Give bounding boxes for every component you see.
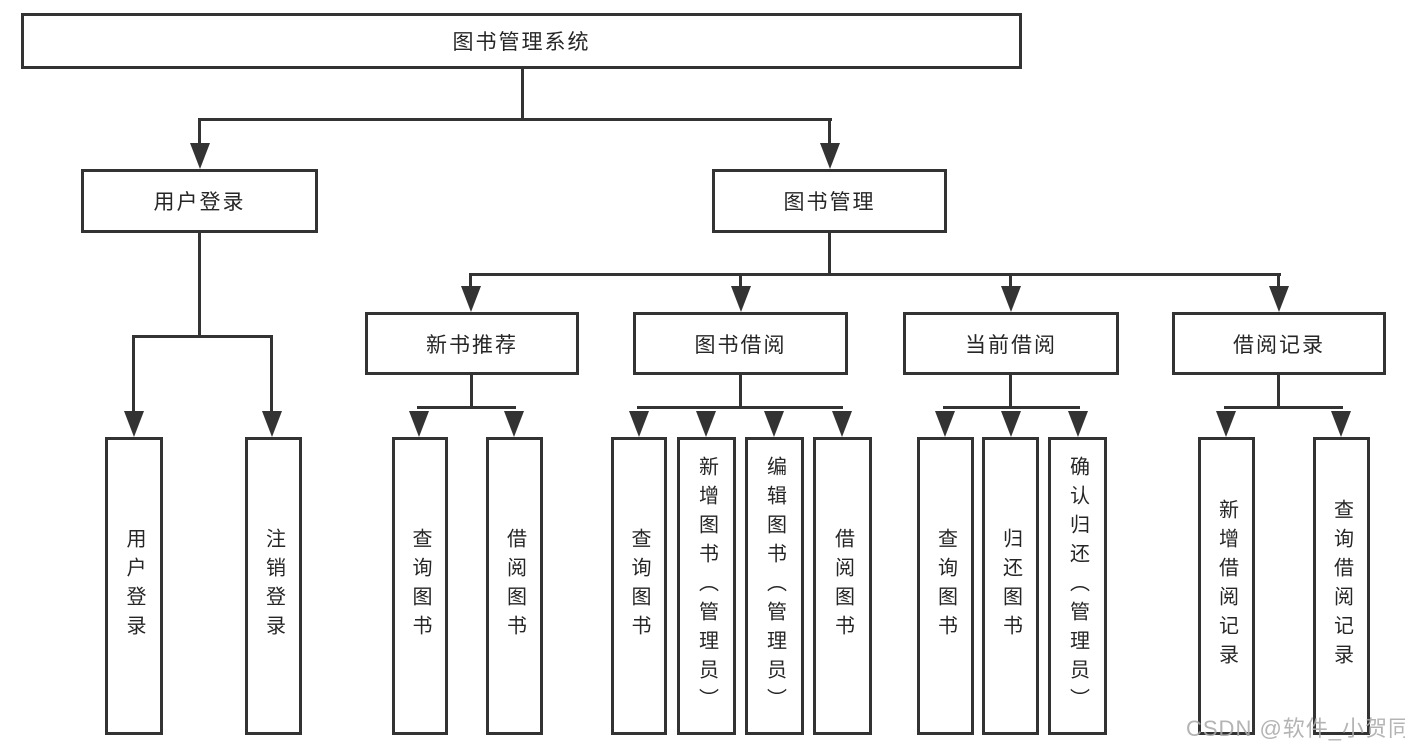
node-borrow-records: 借阅记录 (1172, 312, 1386, 375)
leaf-query-books-2: 查询图书 (611, 437, 667, 735)
arrow-down-icon (262, 411, 282, 437)
connector-line (943, 406, 1080, 409)
leaf-return-books: 归还图书 (982, 437, 1039, 735)
connector-line (270, 335, 273, 413)
connector-line (1224, 406, 1343, 409)
connector-line (198, 118, 201, 148)
arrow-down-icon (731, 286, 751, 312)
leaf-edit-books-admin: 编辑图书（管理员） (745, 437, 804, 735)
connector-line (470, 375, 473, 406)
connector-line (469, 273, 472, 288)
connector-line (1277, 375, 1280, 406)
connector-line (828, 233, 831, 273)
node-current-borrowing: 当前借阅 (903, 312, 1119, 375)
connector-line (521, 69, 524, 119)
connector-line (1277, 273, 1280, 288)
arrow-down-icon (504, 411, 524, 437)
arrow-down-icon (1001, 411, 1021, 437)
connector-line (198, 118, 832, 121)
arrow-down-icon (1216, 411, 1236, 437)
connector-line (417, 406, 516, 409)
leaf-logout: 注销登录 (245, 437, 302, 735)
leaf-confirm-return-admin: 确认归还（管理员） (1048, 437, 1107, 735)
arrow-down-icon (461, 286, 481, 312)
arrow-down-icon (190, 143, 210, 169)
arrow-down-icon (820, 143, 840, 169)
node-book-borrowing: 图书借阅 (633, 312, 848, 375)
arrow-down-icon (124, 411, 144, 437)
leaf-user-login: 用户登录 (105, 437, 163, 735)
arrow-down-icon (1001, 286, 1021, 312)
leaf-query-books-1: 查询图书 (392, 437, 448, 735)
node-book-management: 图书管理 (712, 169, 947, 233)
connector-line (637, 406, 843, 409)
node-root: 图书管理系统 (21, 13, 1022, 69)
leaf-query-books-3: 查询图书 (917, 437, 974, 735)
connector-line (1009, 273, 1012, 288)
connector-line (828, 118, 831, 148)
leaf-borrow-books-1: 借阅图书 (486, 437, 543, 735)
node-user-login: 用户登录 (81, 169, 318, 233)
leaf-add-borrow-record: 新增借阅记录 (1198, 437, 1255, 735)
connector-line (1009, 375, 1012, 406)
arrow-down-icon (696, 411, 716, 437)
csdn-watermark: CSDN @软件_小贺同学 (1186, 716, 1405, 741)
connector-line (132, 335, 273, 338)
connector-line (198, 233, 201, 335)
leaf-query-borrow-record: 查询借阅记录 (1313, 437, 1370, 735)
arrow-down-icon (832, 411, 852, 437)
node-new-book-recommend: 新书推荐 (365, 312, 579, 375)
arrow-down-icon (409, 411, 429, 437)
connector-line (132, 335, 135, 413)
arrow-down-icon (1068, 411, 1088, 437)
leaf-borrow-books-2: 借阅图书 (813, 437, 872, 735)
leaf-add-books-admin: 新增图书（管理员） (677, 437, 736, 735)
connector-line (739, 273, 742, 288)
arrow-down-icon (1331, 411, 1351, 437)
arrow-down-icon (935, 411, 955, 437)
connector-line (739, 375, 742, 406)
connector-line (469, 273, 1281, 276)
arrow-down-icon (629, 411, 649, 437)
arrow-down-icon (1269, 286, 1289, 312)
arrow-down-icon (764, 411, 784, 437)
